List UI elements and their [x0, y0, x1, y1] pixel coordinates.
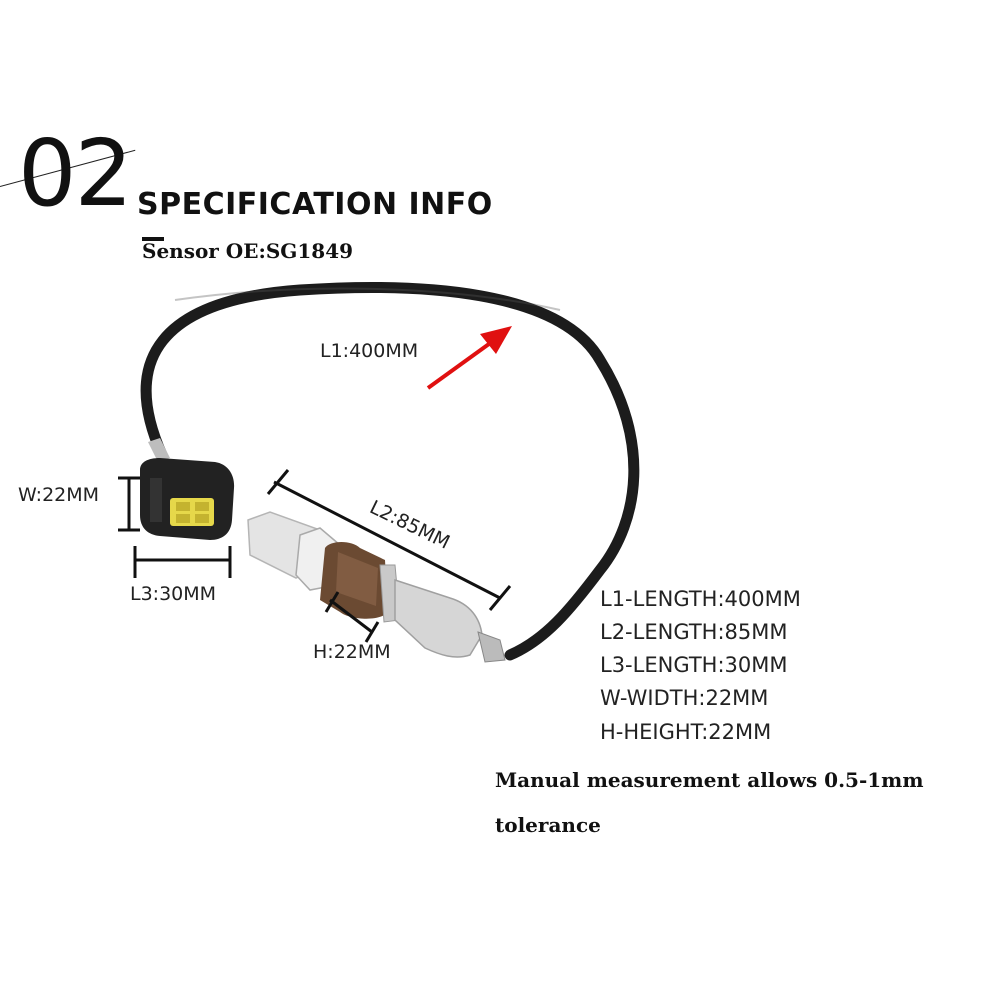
sensor-oe-label: Sensor OE:SG1849	[142, 239, 354, 263]
spec-w-width: W-WIDTH:22MM	[600, 686, 769, 710]
section-number: 02	[18, 120, 133, 227]
spec-l3-length: L3-LENGTH:30MM	[600, 653, 788, 677]
l3-dimension-bracket	[133, 546, 232, 578]
w-dimension-bracket	[118, 476, 140, 532]
sensor-cable	[140, 282, 640, 661]
sensor-connector	[140, 438, 235, 540]
tolerance-note-line1: Manual measurement allows 0.5-1mm	[495, 768, 924, 792]
page-title: SPECIFICATION INFO	[137, 187, 493, 222]
h-dimension-bracket	[324, 591, 380, 643]
spec-h-height: H-HEIGHT:22MM	[600, 720, 772, 744]
spec-l1-length: L1-LENGTH:400MM	[600, 587, 801, 611]
l3-dimension-label: L3:30MM	[130, 583, 217, 605]
spec-l2-length: L2-LENGTH:85MM	[600, 620, 788, 644]
red-arrow-icon	[426, 326, 512, 390]
w-dimension-label: W:22MM	[18, 484, 100, 506]
l1-dimension-label: L1:400MM	[320, 340, 419, 362]
tolerance-note-line2: tolerance	[495, 813, 601, 837]
sensor-body	[247, 511, 506, 663]
title-underline	[142, 237, 164, 241]
l2-dimension-bracket	[266, 469, 512, 611]
h-dimension-label: H:22MM	[313, 641, 391, 663]
